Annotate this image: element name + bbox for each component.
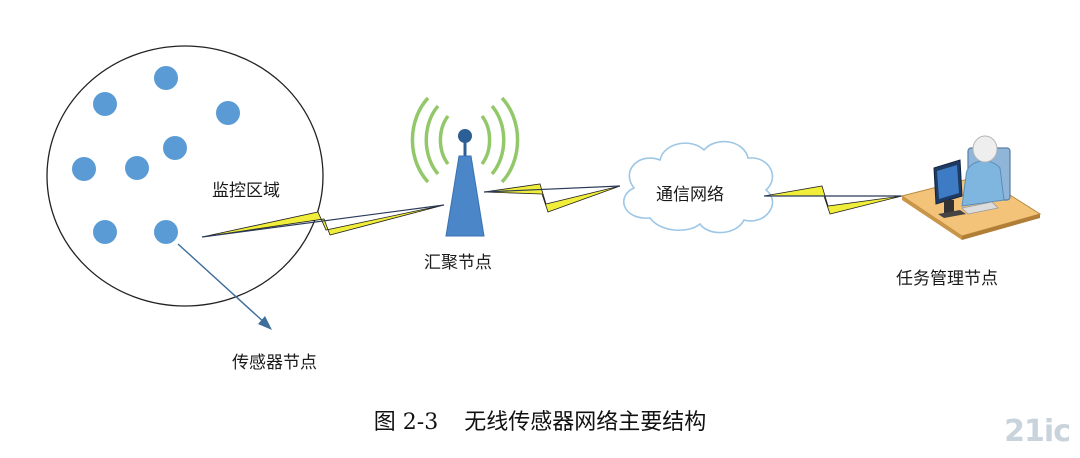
sensor-node bbox=[154, 66, 178, 90]
monitor-area-label: 监控区域 bbox=[212, 181, 280, 201]
sensor-node bbox=[216, 101, 240, 125]
person-icon bbox=[961, 160, 1005, 207]
sensor-node bbox=[125, 156, 149, 180]
monitor-area-circle bbox=[46, 45, 324, 307]
sensor-node bbox=[93, 220, 117, 244]
sensor-pointer-arrow bbox=[177, 243, 272, 330]
sensor-node bbox=[93, 92, 117, 116]
task-node-label: 任务管理节点 bbox=[896, 269, 998, 289]
sensor-node bbox=[154, 220, 178, 244]
signal-wave-icon bbox=[438, 114, 450, 166]
sensor-node-label: 传感器节点 bbox=[232, 353, 317, 373]
network-label: 通信网络 bbox=[656, 185, 724, 205]
figure-caption: 图 2-3 无线传感器网络主要结构 bbox=[0, 404, 1080, 436]
sensor-node bbox=[72, 157, 96, 181]
wireless-link-2 bbox=[483, 183, 621, 213]
sensor-node bbox=[163, 136, 187, 160]
wireless-link-3 bbox=[763, 185, 903, 215]
figure-number: 图 2-3 bbox=[373, 410, 439, 435]
task-manager-workstation-icon bbox=[900, 135, 1042, 240]
antenna-icon bbox=[458, 129, 472, 143]
wireless-link-1 bbox=[201, 204, 445, 238]
sink-node-label: 汇聚节点 bbox=[424, 253, 492, 273]
sink-node-tower bbox=[410, 96, 520, 237]
watermark-logo: 21ic bbox=[1004, 414, 1071, 449]
network-cloud-icon bbox=[623, 140, 774, 234]
sensor-nodes bbox=[72, 66, 240, 244]
figure-title: 无线传感器网络主要结构 bbox=[464, 410, 707, 435]
keyboard-icon bbox=[961, 201, 999, 215]
